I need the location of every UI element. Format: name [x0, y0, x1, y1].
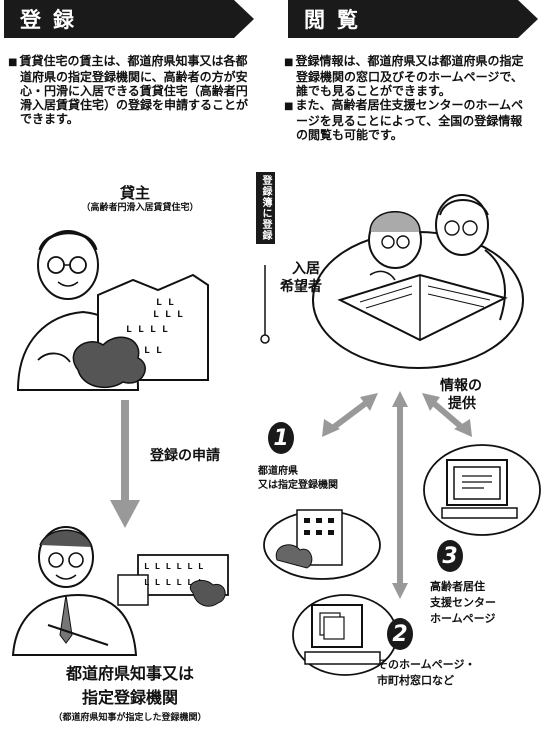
svg-text:L L L: L L L	[153, 310, 183, 321]
source-3-computer-illustration	[423, 444, 541, 536]
register-paragraph: 賃貸住宅の賃主は、都道府県知事又は各都道府県の指定登録機関に、高齢者の方が安心・…	[19, 54, 256, 126]
landlord-title: 貸主	[119, 184, 150, 202]
source-1-number: 1	[268, 422, 294, 454]
source-2-label-2: 市町村窓口など	[377, 674, 454, 687]
authority-title-2: 指定登録機関	[81, 688, 178, 707]
source-1-label-2: 又は指定登録機関	[258, 480, 338, 491]
source-3-label-1: 高齢者居住	[430, 580, 485, 593]
info-provision-label-2: 提供	[448, 396, 476, 412]
svg-text:L L L L: L L L L	[126, 325, 168, 336]
seeker-label-2: 希望者	[280, 279, 322, 295]
source-3-label-2: 支援センター	[430, 596, 496, 609]
source-1-label-1: 都道府県	[258, 466, 298, 477]
seekers-reading-illustration	[312, 194, 524, 369]
info-provision-label-1: 情報の	[440, 378, 482, 394]
browse-description: 登録情報は、都道府県又は都道府県の指定登録機関の窓口及びそのホームページで、誰で…	[284, 54, 534, 142]
source-3-label-3: ホームページ	[430, 612, 496, 625]
svg-text:L L L L L L: L L L L L L	[144, 578, 203, 588]
svg-text:L L L L L L: L L L L L L	[144, 562, 203, 572]
register-description: 賃貸住宅の賃主は、都道府県知事又は各都道府県の指定登録機関に、高齢者の方が安心・…	[8, 54, 256, 126]
info-flow-arrows	[322, 391, 472, 599]
landlord-building-illustration: L LL L L L L L L L L L L L	[16, 230, 209, 391]
browse-header: 閲覧	[288, 0, 538, 38]
browse-paragraph-1: 登録情報は、都道府県又は都道府県の指定登録機関の窓口及びそのホームページで、誰で…	[295, 54, 534, 98]
seeker-label-1: 入居	[292, 261, 320, 277]
registry-connector	[260, 265, 270, 344]
browse-paragraph-2: また、高齢者居住支援センターのホームページを見ることによって、全国の登録情報の閲…	[295, 98, 534, 142]
application-arrow	[110, 400, 140, 528]
source-2-computer-illustration	[292, 594, 398, 676]
svg-text:L L: L L	[156, 298, 174, 309]
application-label: 登録の申請	[150, 448, 220, 464]
source-3-number: 3	[437, 540, 463, 572]
official-illustration: L L L L L L L L L L L L	[11, 526, 229, 656]
source-2-label-1: そのホームページ・	[377, 658, 476, 671]
register-header: 登録	[4, 0, 254, 38]
registry-tag: 登録簿に登録	[256, 172, 275, 244]
landlord-subtitle: （高齢者円滑入居賃貸住宅）	[81, 203, 199, 213]
source-2-number: 2	[387, 618, 413, 650]
authority-note: （都道府県知事が指定した登録機関）	[53, 713, 207, 723]
source-1-office-illustration	[263, 509, 381, 580]
authority-title-1: 都道府県知事又は	[65, 664, 194, 683]
